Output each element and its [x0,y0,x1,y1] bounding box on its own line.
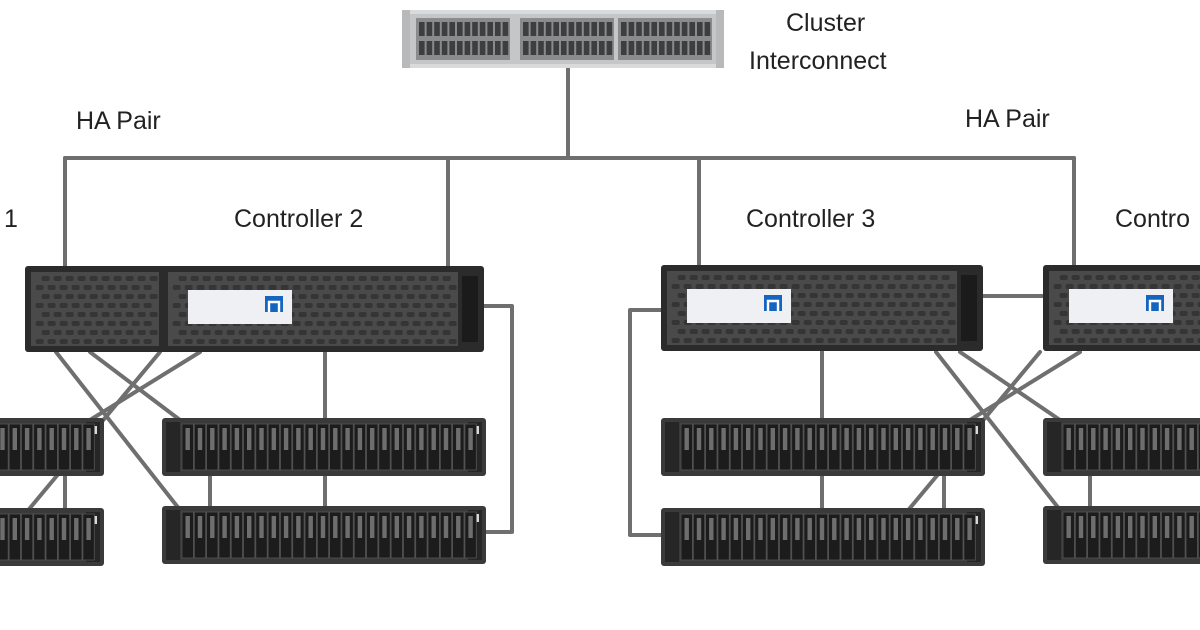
controller-1-label: 1 [4,205,18,233]
cluster-label-line1: Cluster [786,9,866,37]
disk-shelf-2b [162,506,486,564]
cable-right-loop [628,308,664,537]
controller-4-label: Contro [1115,205,1191,233]
netapp-logo-icon [764,295,782,311]
netapp-logo-icon [1146,295,1164,311]
disk-shelf-3b [661,508,985,566]
cluster-interconnect-switch [402,10,724,68]
cable-left-loop [482,304,514,534]
netapp-logo-icon [265,296,283,312]
disk-shelf-4b [1043,506,1200,564]
disk-shelf-2a [162,418,486,476]
cable-left-2 [88,350,182,422]
cable-right-1 [934,350,1062,512]
disk-shelf-3a [661,418,985,476]
disk-shelf-4a [1043,418,1200,476]
cable-right-3 [968,350,1082,422]
cable-left-3 [88,350,202,422]
controller-3-chassis [661,265,983,351]
disk-shelf-1a [0,418,104,476]
controller-2-chassis [162,266,484,352]
controller-4-chassis [1043,265,1200,351]
ha-pair-left-label: HA Pair [76,107,161,135]
controller-3-label: Controller 3 [746,205,876,233]
disk-shelf-1b [0,508,104,566]
cable-left-1 [54,350,182,512]
cluster-label-line2: Interconnect [749,47,887,75]
ha-pair-right-label: HA Pair [965,105,1050,133]
controller-2-label: Controller 2 [234,205,364,233]
